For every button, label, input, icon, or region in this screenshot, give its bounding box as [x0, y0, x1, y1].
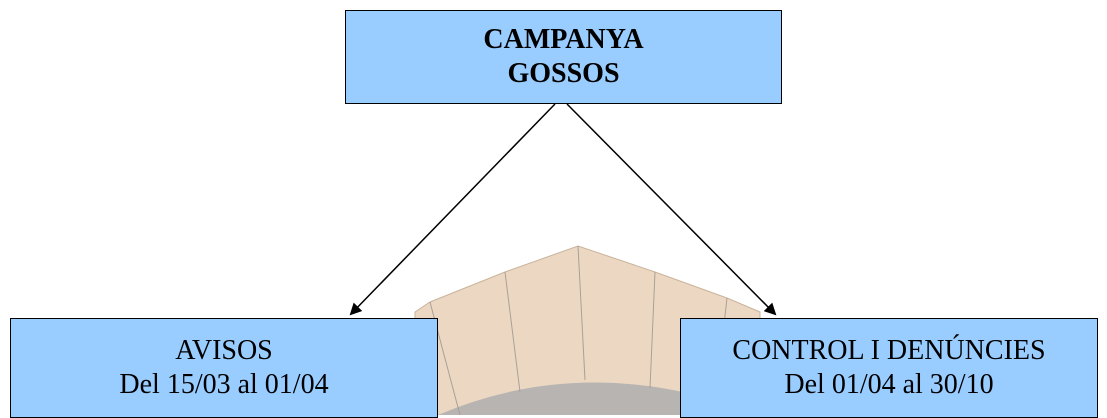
fan-outer-shape — [414, 245, 761, 415]
fan-rib — [649, 271, 656, 389]
arrow-to-avisos — [349, 103, 556, 316]
avisos-title: AVISOS — [175, 335, 273, 366]
background-fan-shape — [414, 245, 761, 415]
gossos-label: GOSSOS — [507, 58, 620, 89]
avisos-dates: Del 15/03 al 01/04 — [119, 369, 329, 400]
campanya-label: CAMPANYA — [483, 24, 644, 55]
control-denuncies-box: CONTROL I DENÚNCIES Del 01/04 al 30/10 — [680, 318, 1098, 418]
arrow-to-control — [566, 103, 777, 316]
control-dates: Del 01/04 al 30/10 — [784, 369, 994, 400]
campanya-gossos-box: CAMPANYA GOSSOS — [345, 10, 782, 104]
fan-inner-shape — [438, 382, 760, 415]
avisos-box: AVISOS Del 15/03 al 01/04 — [10, 318, 438, 418]
control-title: CONTROL I DENÚNCIES — [732, 335, 1046, 366]
fan-rib — [577, 245, 586, 381]
fan-rib — [504, 271, 521, 393]
